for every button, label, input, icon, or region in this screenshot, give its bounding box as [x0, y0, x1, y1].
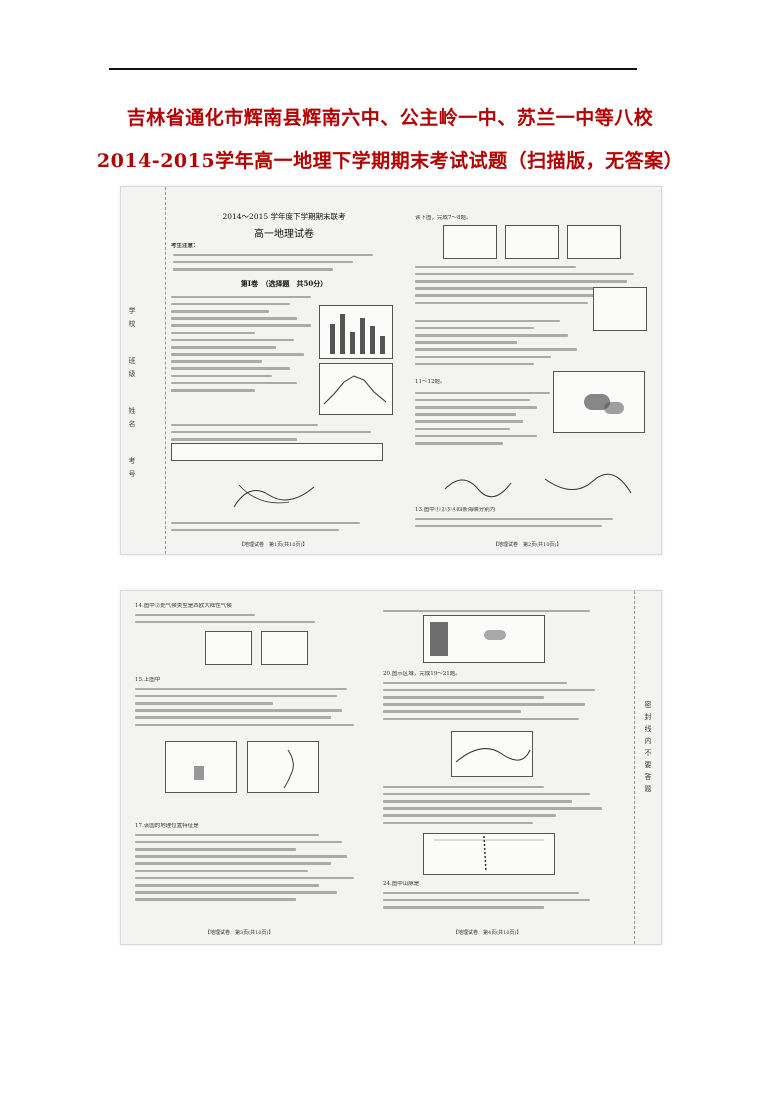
question-block-3: [171, 517, 381, 536]
scanned-page-1: 学校 班级 姓名 考号 2014～2015 学年度下学期期末联考 高一地理试卷 …: [120, 186, 662, 555]
question-block-7: [415, 513, 635, 532]
page-2-left: 14.图中②处气候类型是西欧大陆性气候 15.上图中 17.该国的地理位置特征是…: [135, 591, 375, 944]
map-figure-b: [505, 225, 559, 259]
page-2-right: 20.图示区域，完成19～21题。 24.图中山脉是 【地理试卷 第4页(共10…: [383, 591, 623, 944]
notice-label: 考生注意：: [171, 243, 199, 249]
question-7-8-prompt: 读下图，完成7～8题。: [415, 215, 472, 221]
temperature-chart-figure: [319, 363, 393, 415]
page-footer-1: 【地理试卷 第1页(共10页)】: [239, 542, 308, 548]
top-rule: [109, 68, 637, 70]
question-block-5: [415, 315, 585, 370]
binding-margin: [139, 187, 166, 554]
question-11-12-prompt: 11～12题。: [415, 379, 446, 385]
question-block-6: [415, 387, 550, 449]
document-title-line2: 2014-2015学年高一地理下学期期末考试试题（扫描版，无答案）: [96, 150, 684, 172]
question-17: 17.该国的地理位置特征是: [135, 823, 199, 829]
page-footer-2: 【地理试卷 第2页(共10页)】: [493, 542, 562, 548]
side-label-id: 考号: [128, 457, 136, 483]
subject-title: 高一地理试卷: [254, 229, 314, 240]
question-20: 20.图示区域，完成19～21题。: [383, 671, 461, 677]
asia-map-figure: [165, 741, 237, 793]
map-figure-d: [593, 287, 647, 331]
map-figure-c: [567, 225, 621, 259]
exam-title: 2014～2015 学年度下学期期末联考: [222, 212, 346, 221]
scanned-page-2: 密封线内不要答题 14.图中②处气候类型是西欧大陆性气候 15.上图中 17.该…: [120, 590, 662, 945]
question-block-9: [135, 683, 365, 731]
question-13: 13.图中①②③④四条海峡分别为: [415, 507, 496, 513]
question-block-4: [415, 261, 645, 309]
question-24: 24.图中山脉是: [383, 881, 420, 887]
side-notice: 密封线内不要答题: [644, 701, 652, 797]
question-block-2: [171, 419, 381, 445]
map-figure-e: [205, 631, 252, 665]
page-1-left: 2014～2015 学年度下学期期末联考 高一地理试卷 考生注意： 第Ⅰ卷 （选…: [169, 187, 399, 554]
question-block-13: [383, 781, 613, 829]
region-map-figure: [553, 371, 645, 433]
side-label-school: 学校: [128, 307, 136, 333]
side-label-class: 班级: [128, 357, 136, 383]
map-figure-f: [261, 631, 308, 665]
europe-map-figure: [423, 615, 545, 663]
notice-text: [173, 249, 373, 275]
island-map-figure: [247, 741, 319, 793]
strait-map-left: [443, 469, 513, 503]
page-footer-3: 【地理试卷 第3页(共10页)】: [205, 930, 274, 936]
section-title: 第Ⅰ卷 （选择题 共50分）: [240, 279, 328, 288]
side-label-name: 姓名: [128, 407, 136, 433]
question-14: 14.图中②处气候类型是西欧大陆性气候: [135, 603, 232, 609]
map-figure-small: [229, 477, 319, 513]
question-block-8: [135, 609, 335, 628]
question-block-11: [383, 605, 613, 617]
south-america-map-figure: [423, 833, 555, 875]
climate-chart-figure: [319, 305, 393, 359]
question-block-10: [135, 829, 365, 905]
data-table: [171, 443, 383, 461]
document-title-line1: 吉林省通化市辉南县辉南六中、公主岭一中、苏兰一中等八校: [126, 107, 654, 129]
page-footer-4: 【地理试卷 第4页(共10页)】: [453, 930, 522, 936]
strait-map-right: [543, 469, 633, 503]
map-figure-a: [443, 225, 497, 259]
question-block-14: [383, 887, 613, 913]
region-map-figure-2: [451, 731, 533, 777]
question-15: 15.上图中: [135, 677, 161, 683]
question-block-1: [171, 291, 311, 396]
page-1-right: 读下图，完成7～8题。 11～12题。 13.图中①②③: [413, 187, 653, 554]
question-block-12: [383, 677, 613, 725]
binding-margin-right: [634, 591, 661, 944]
